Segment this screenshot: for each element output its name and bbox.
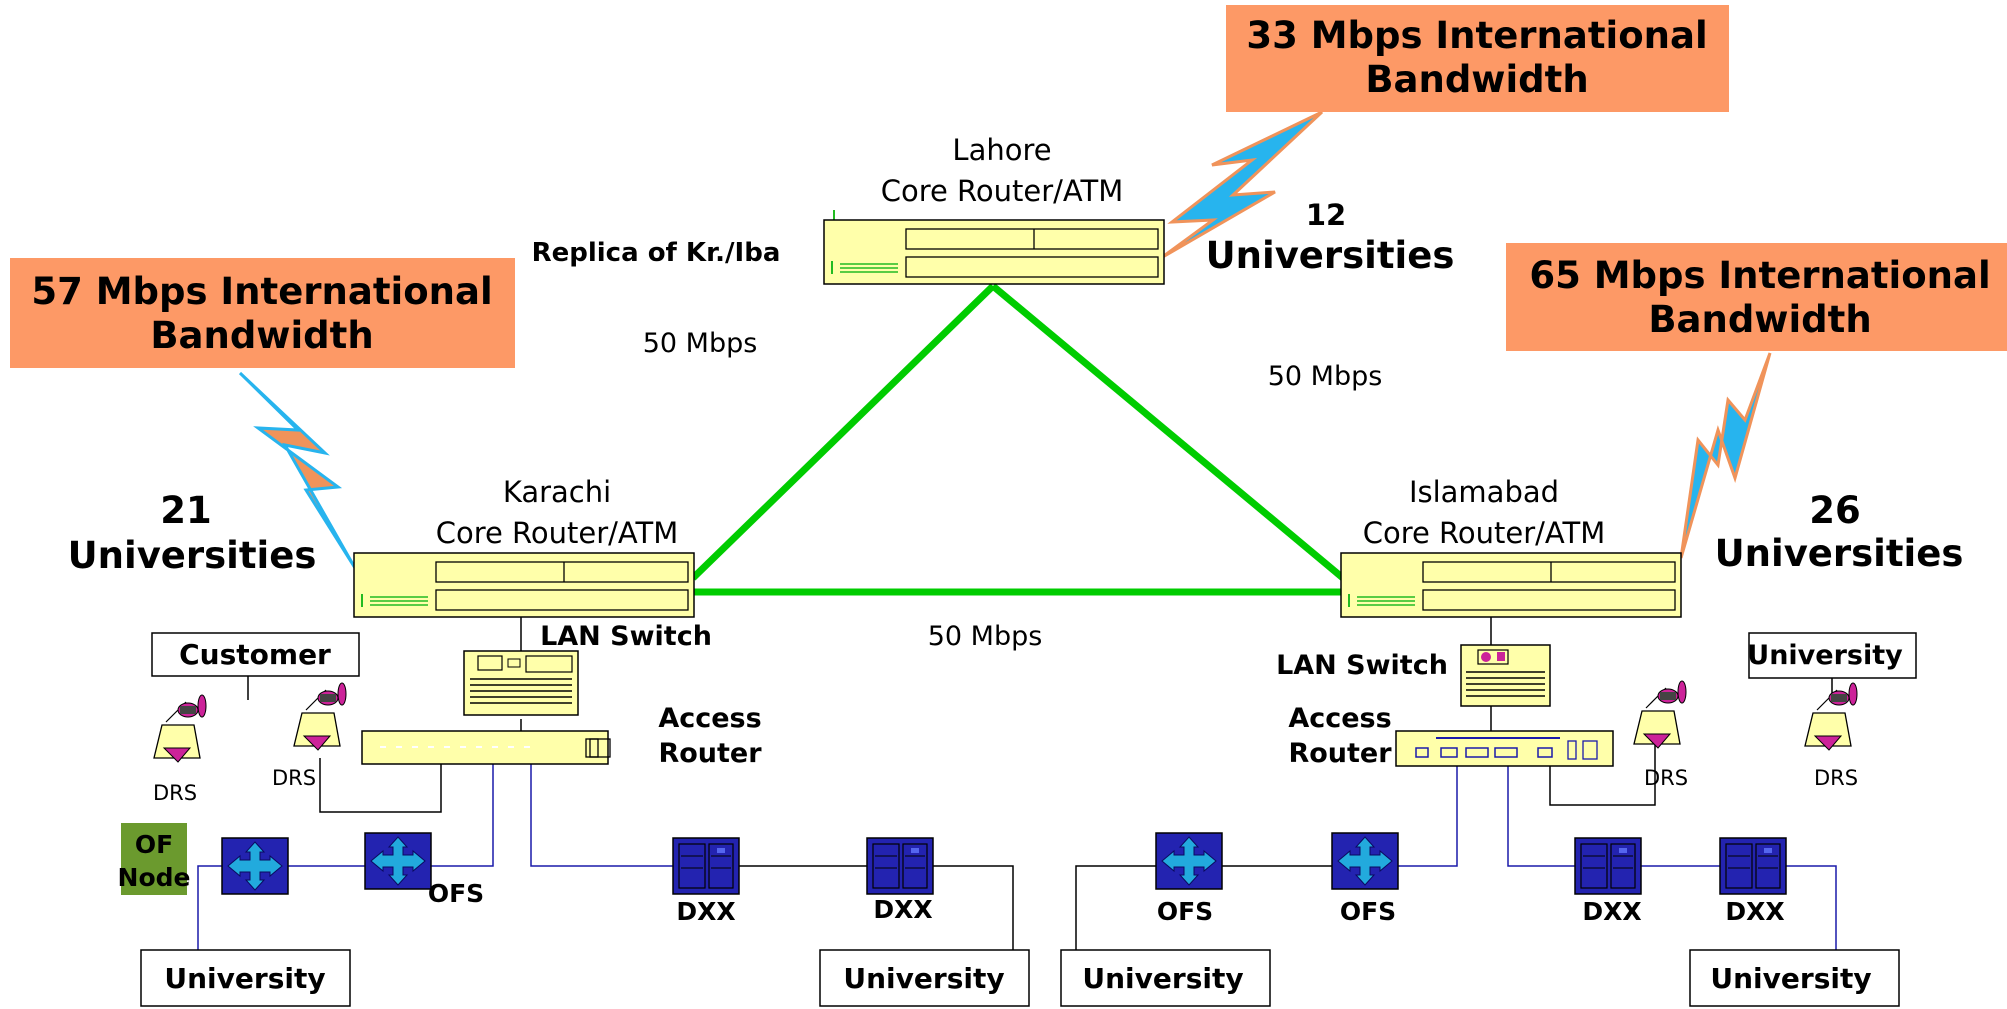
islamabad-drs-1-label: DRS <box>1644 766 1688 790</box>
islamabad-core-router: Islamabad Core Router/ATM 26 Universitie… <box>1340 475 1964 618</box>
karachi-dxx-1-label: DXX <box>676 897 735 926</box>
islamabad-access-router-line2: Router <box>1288 738 1392 769</box>
bandwidth-islamabad-line1: 65 Mbps International <box>1529 254 1990 297</box>
islamabad-university-2-label: University <box>1710 962 1871 995</box>
islamabad-dxx-2-label: DXX <box>1725 897 1784 926</box>
lahore-router-name: Lahore <box>952 133 1051 167</box>
islamabad-ofs-2-icon <box>1331 832 1399 890</box>
bandwidth-karachi-line2: Bandwidth <box>150 314 373 357</box>
karachi-router-device <box>353 552 695 618</box>
karachi-ofs-1-icon <box>221 837 289 895</box>
karachi-ofs-2-icon <box>364 832 432 890</box>
bandwidth-islamabad-line2: Bandwidth <box>1648 298 1871 341</box>
islamabad-router-role: Core Router/ATM <box>1363 516 1606 550</box>
islamabad-university-1-label: University <box>1082 962 1243 995</box>
lightning-bolt-lahore <box>1160 110 1324 260</box>
lahore-core-router: Lahore Core Router/ATM Replica of Kr./Ib… <box>532 133 1455 285</box>
karachi-drs-1-label: DRS <box>153 781 197 805</box>
karachi-university-2: University <box>819 949 1030 1007</box>
karachi-core-router: Karachi Core Router/ATM 21 Universities <box>68 475 695 618</box>
karachi-of-node: OF Node <box>118 823 191 895</box>
bandwidth-karachi-line1: 57 Mbps International <box>31 270 492 313</box>
islamabad-access-router: Access Router <box>1288 703 1614 769</box>
lahore-universities-count: 12 <box>1306 198 1346 232</box>
islamabad-router-name: Islamabad <box>1409 475 1559 509</box>
karachi-router-role: Core Router/ATM <box>436 516 679 550</box>
lahore-universities-label: Universities <box>1206 234 1455 277</box>
islamabad-university-top-box: University <box>1747 632 1917 679</box>
karachi-universities-label: Universities <box>68 534 317 577</box>
islamabad-universities-count: 26 <box>1809 489 1861 532</box>
bandwidth-callout-islamabad: 65 Mbps International Bandwidth <box>1506 243 2007 351</box>
islamabad-universities-label: Universities <box>1715 532 1964 575</box>
karachi-universities-count: 21 <box>160 489 212 532</box>
islamabad-drs-1: DRS <box>1633 680 1688 790</box>
link-label-lahore-karachi: 50 Mbps <box>643 328 758 359</box>
islamabad-lan-switch: LAN Switch <box>1276 644 1551 707</box>
karachi-customer-box: Customer <box>151 632 360 677</box>
karachi-drs-2-label: DRS <box>272 766 316 790</box>
islamabad-dxx-2-icon <box>1719 837 1787 895</box>
karachi-dxx-1-icon <box>672 837 740 895</box>
karachi-router-name: Karachi <box>503 475 611 509</box>
karachi-access-router-line2: Router <box>658 738 762 769</box>
karachi-drs-2: DRS <box>272 682 347 790</box>
link-label-lahore-islamabad: 50 Mbps <box>1268 361 1383 392</box>
karachi-university-1: University <box>140 949 351 1007</box>
backbone-links <box>690 283 1346 596</box>
lahore-router-device <box>823 219 1165 285</box>
islamabad-ofs-1-label: OFS <box>1157 897 1213 926</box>
bandwidth-callout-lahore: 33 Mbps International Bandwidth <box>1226 5 1729 112</box>
karachi-lan-switch: LAN Switch <box>463 621 712 716</box>
islamabad-ofs-1-icon <box>1155 832 1223 890</box>
drs-antenna-icon <box>153 694 207 763</box>
islamabad-dxx-1-icon <box>1574 837 1642 895</box>
drs-antenna-icon <box>293 682 347 751</box>
link-lahore-islamabad <box>990 283 1346 581</box>
karachi-customer-label: Customer <box>179 638 331 671</box>
karachi-dxx-2-icon <box>866 837 934 895</box>
karachi-lan-switch-device <box>463 650 579 716</box>
islamabad-drs-2-label: DRS <box>1814 766 1858 790</box>
lightning-bolt-karachi <box>238 371 357 569</box>
islamabad-university-1: University <box>1060 949 1271 1007</box>
bandwidth-lahore-line1: 33 Mbps International <box>1246 14 1707 57</box>
karachi-lan-switch-label: LAN Switch <box>540 621 712 652</box>
drs-antenna-icon <box>1804 682 1858 751</box>
karachi-ofs-label: OFS <box>428 879 484 908</box>
islamabad-lan-switch-label: LAN Switch <box>1276 650 1448 681</box>
lightning-bolt-islamabad <box>1679 352 1772 559</box>
islamabad-university-2: University <box>1689 949 1900 1007</box>
bandwidth-lahore-line2: Bandwidth <box>1365 58 1588 101</box>
karachi-university-1-label: University <box>164 962 325 995</box>
karachi-access-router-line1: Access <box>658 703 761 734</box>
karachi-wiring <box>197 617 1014 950</box>
karachi-dxx-2-label: DXX <box>873 895 932 924</box>
islamabad-wiring <box>1075 617 1837 950</box>
link-lahore-karachi <box>690 283 996 581</box>
islamabad-university-top-label: University <box>1747 640 1903 671</box>
karachi-of-node-line1: OF <box>135 830 173 859</box>
islamabad-drs-2: DRS <box>1804 682 1858 790</box>
karachi-drs-1: DRS <box>153 694 207 805</box>
lahore-router-role: Core Router/ATM <box>881 174 1124 208</box>
karachi-university-2-label: University <box>843 962 1004 995</box>
link-label-karachi-islamabad: 50 Mbps <box>928 621 1043 652</box>
islamabad-access-router-line1: Access <box>1288 703 1391 734</box>
bandwidth-callout-karachi: 57 Mbps International Bandwidth <box>10 258 515 368</box>
lahore-replica-note: Replica of Kr./Iba <box>532 238 781 268</box>
karachi-of-node-line2: Node <box>118 863 191 892</box>
islamabad-router-device <box>1340 552 1682 618</box>
drs-antenna-icon <box>1633 680 1687 749</box>
islamabad-ofs-2-label: OFS <box>1340 897 1396 926</box>
islamabad-dxx-1-label: DXX <box>1582 897 1641 926</box>
karachi-access-router: Access Router <box>361 703 762 769</box>
